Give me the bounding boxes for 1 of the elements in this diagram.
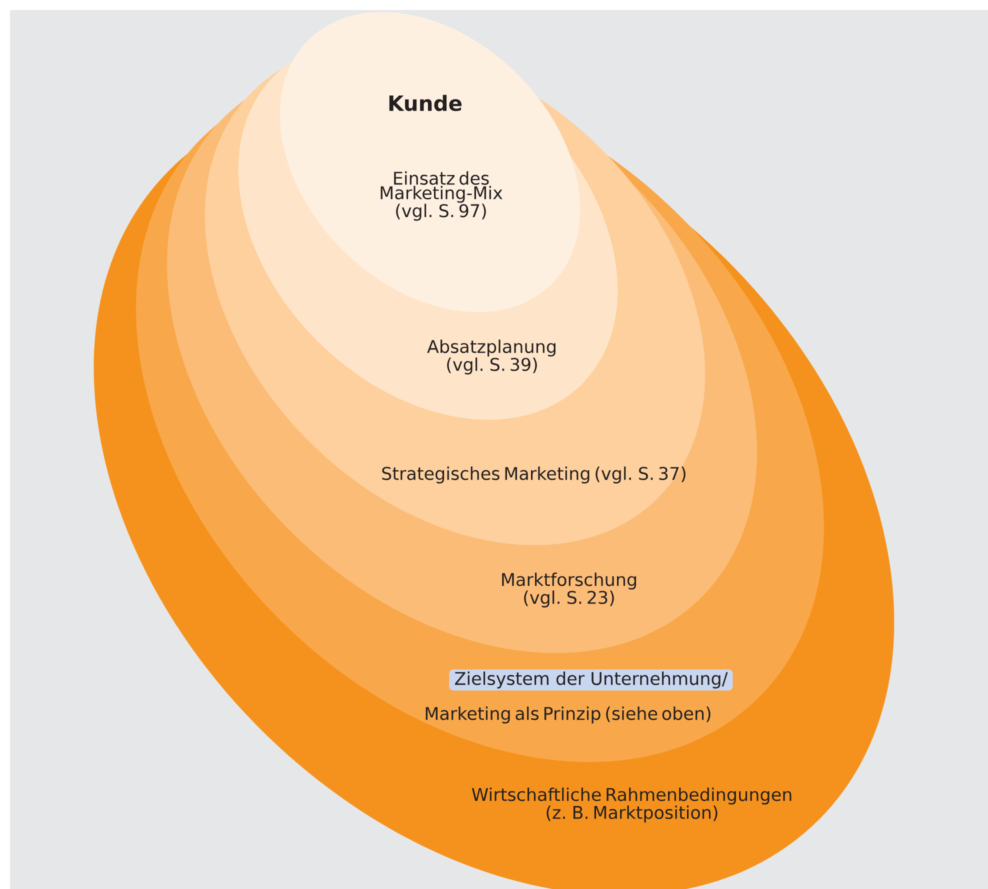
ellipse-band: Kunde Einsatz des Marketing-Mix (vgl. S. 97): [280, 12, 580, 312]
